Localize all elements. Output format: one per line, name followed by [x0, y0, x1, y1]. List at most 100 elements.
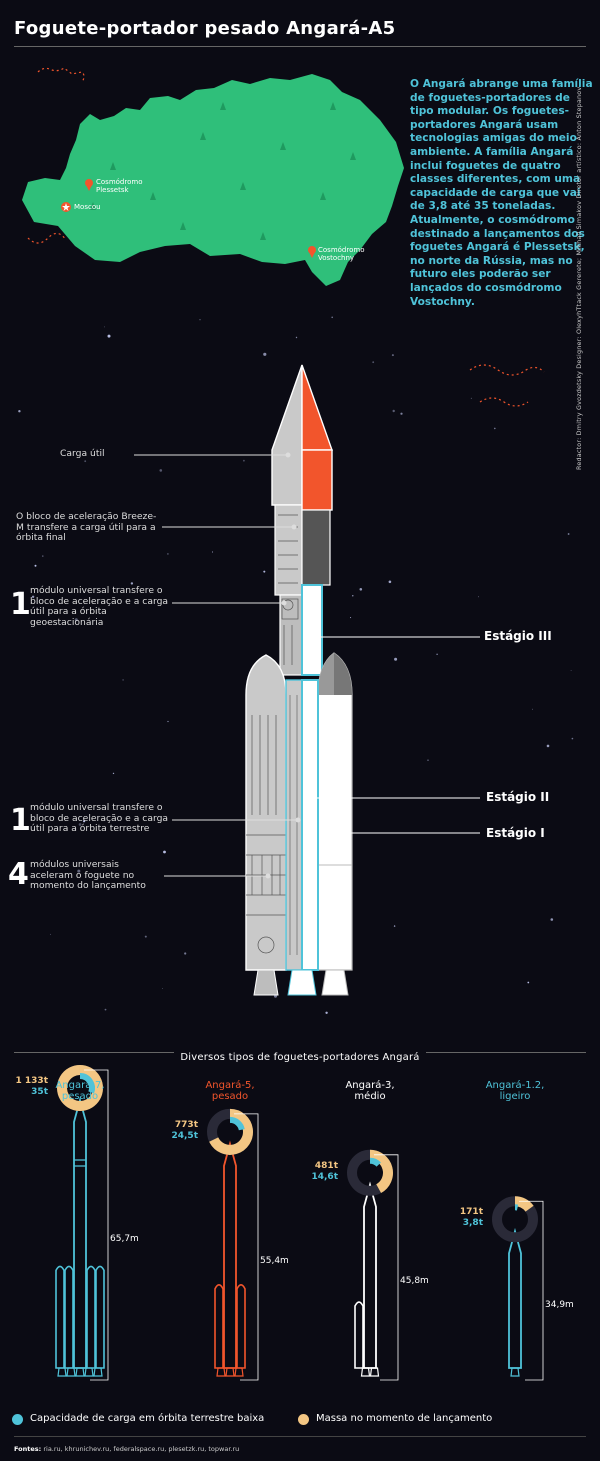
page-title: Foguete-portador pesado Angará-A5	[14, 18, 396, 39]
star	[199, 319, 201, 321]
star	[436, 653, 438, 655]
rocket-engine	[57, 1367, 67, 1377]
title-divider	[14, 46, 586, 47]
star	[394, 657, 398, 661]
payload-callout: Carga útil	[60, 448, 105, 459]
star	[184, 952, 187, 955]
star	[77, 869, 81, 873]
star	[18, 410, 21, 413]
star	[350, 617, 352, 619]
rocket-engine	[234, 1367, 244, 1377]
star	[167, 553, 169, 555]
rocket-core	[73, 1096, 87, 1369]
decor-dashes	[469, 364, 545, 407]
rocket-booster	[236, 1284, 246, 1369]
family-title: Diversos tipos de foguetes-portadores An…	[174, 1052, 426, 1063]
rocket-height-2: 45,8m	[400, 1276, 429, 1287]
star	[83, 820, 86, 823]
star	[372, 361, 375, 364]
footer-divider	[14, 1436, 586, 1437]
star	[163, 850, 166, 854]
star	[112, 772, 115, 775]
stage-2-label: Estágio II	[486, 790, 550, 804]
star	[325, 1011, 328, 1014]
rocket-right-stages	[287, 364, 353, 996]
star	[114, 518, 116, 520]
star	[478, 596, 479, 598]
star	[470, 397, 472, 399]
rocket-engine	[93, 1367, 103, 1377]
star	[104, 326, 105, 328]
breeze-callout: O bloco de aceleração Breeze-M transfere…	[16, 511, 157, 543]
mass-arc	[514, 1196, 534, 1212]
star	[162, 988, 163, 989]
credits: Redactor: Dmitry Gvozdetsky Designer: Ol…	[575, 86, 583, 470]
star	[50, 933, 51, 935]
rocket-mass-2: 481t	[314, 1160, 338, 1171]
star	[391, 354, 394, 357]
star	[527, 981, 530, 984]
star	[494, 427, 496, 430]
star	[84, 460, 87, 463]
rocket-name-0: Angará-7, pesado	[55, 1080, 105, 1102]
star	[130, 582, 134, 585]
capacity-arc	[229, 1116, 245, 1131]
star	[352, 595, 354, 597]
star	[144, 935, 147, 938]
star	[359, 588, 363, 591]
rocket-core	[508, 1227, 522, 1369]
capacity-legend-label: Capacidade de carga em órbita terrestre …	[30, 1413, 265, 1424]
russia-map	[22, 67, 404, 286]
rocket-mass-0: 1 133t	[15, 1076, 48, 1086]
capacity-arc	[79, 1073, 95, 1094]
plesetsk-label: Cosmódromo Plessetsk	[96, 178, 143, 194]
mass-arc	[209, 1108, 253, 1155]
rocket-engine	[360, 1367, 371, 1377]
star	[331, 316, 334, 319]
russia-landmass	[22, 74, 404, 286]
moscow-label: Moscou	[74, 203, 101, 211]
rocket-family-chart	[55, 1065, 544, 1381]
rocket-capacity-0: 35t	[31, 1087, 48, 1097]
star	[107, 334, 111, 338]
rocket-height-0: 65,7m	[110, 1234, 139, 1244]
rocket-name-1: Angará-5, pesado	[205, 1080, 255, 1102]
star	[400, 412, 403, 415]
rocket-height-3: 34,9m	[545, 1299, 574, 1310]
star	[571, 737, 574, 740]
mass-legend-label: Massa no momento de lançamento	[316, 1413, 493, 1424]
star	[392, 409, 395, 413]
rocket-booster	[55, 1265, 65, 1369]
core-module-count: 1	[10, 803, 31, 838]
star	[388, 580, 392, 584]
rocket-booster	[354, 1301, 364, 1369]
star	[263, 570, 266, 573]
rocket-height-1: 55,4m	[260, 1255, 289, 1266]
star	[393, 925, 396, 927]
star	[263, 352, 267, 356]
stage-3-label: Estágio III	[484, 629, 552, 643]
height-bracket	[374, 1154, 399, 1381]
star	[427, 759, 429, 761]
rocket-mass-3: 171t	[459, 1207, 483, 1218]
star	[550, 918, 554, 921]
star	[243, 459, 245, 462]
rocket-name-3: Angará-1.2, ligeiro	[485, 1080, 545, 1102]
angara-a5-diagram	[134, 364, 480, 996]
rocket-capacity-2: 14,6t	[311, 1171, 338, 1182]
capacity-arc	[369, 1157, 381, 1167]
rocket-stage-band	[74, 1159, 86, 1167]
height-bracket	[84, 1069, 109, 1381]
rocket-booster	[86, 1265, 96, 1369]
star	[274, 994, 277, 998]
plesetsk-marker-icon	[85, 179, 93, 191]
star	[570, 670, 572, 671]
rocket-left-cutaway	[245, 364, 303, 996]
capacity-legend-icon	[12, 1414, 23, 1425]
rocket-engine	[510, 1367, 520, 1377]
rocket-core	[223, 1140, 237, 1369]
intro-text: O Angará abrange uma família de foguetes…	[410, 78, 593, 308]
height-bracket	[519, 1200, 544, 1381]
rocket-booster	[95, 1265, 105, 1369]
rocket-engine	[225, 1367, 235, 1377]
